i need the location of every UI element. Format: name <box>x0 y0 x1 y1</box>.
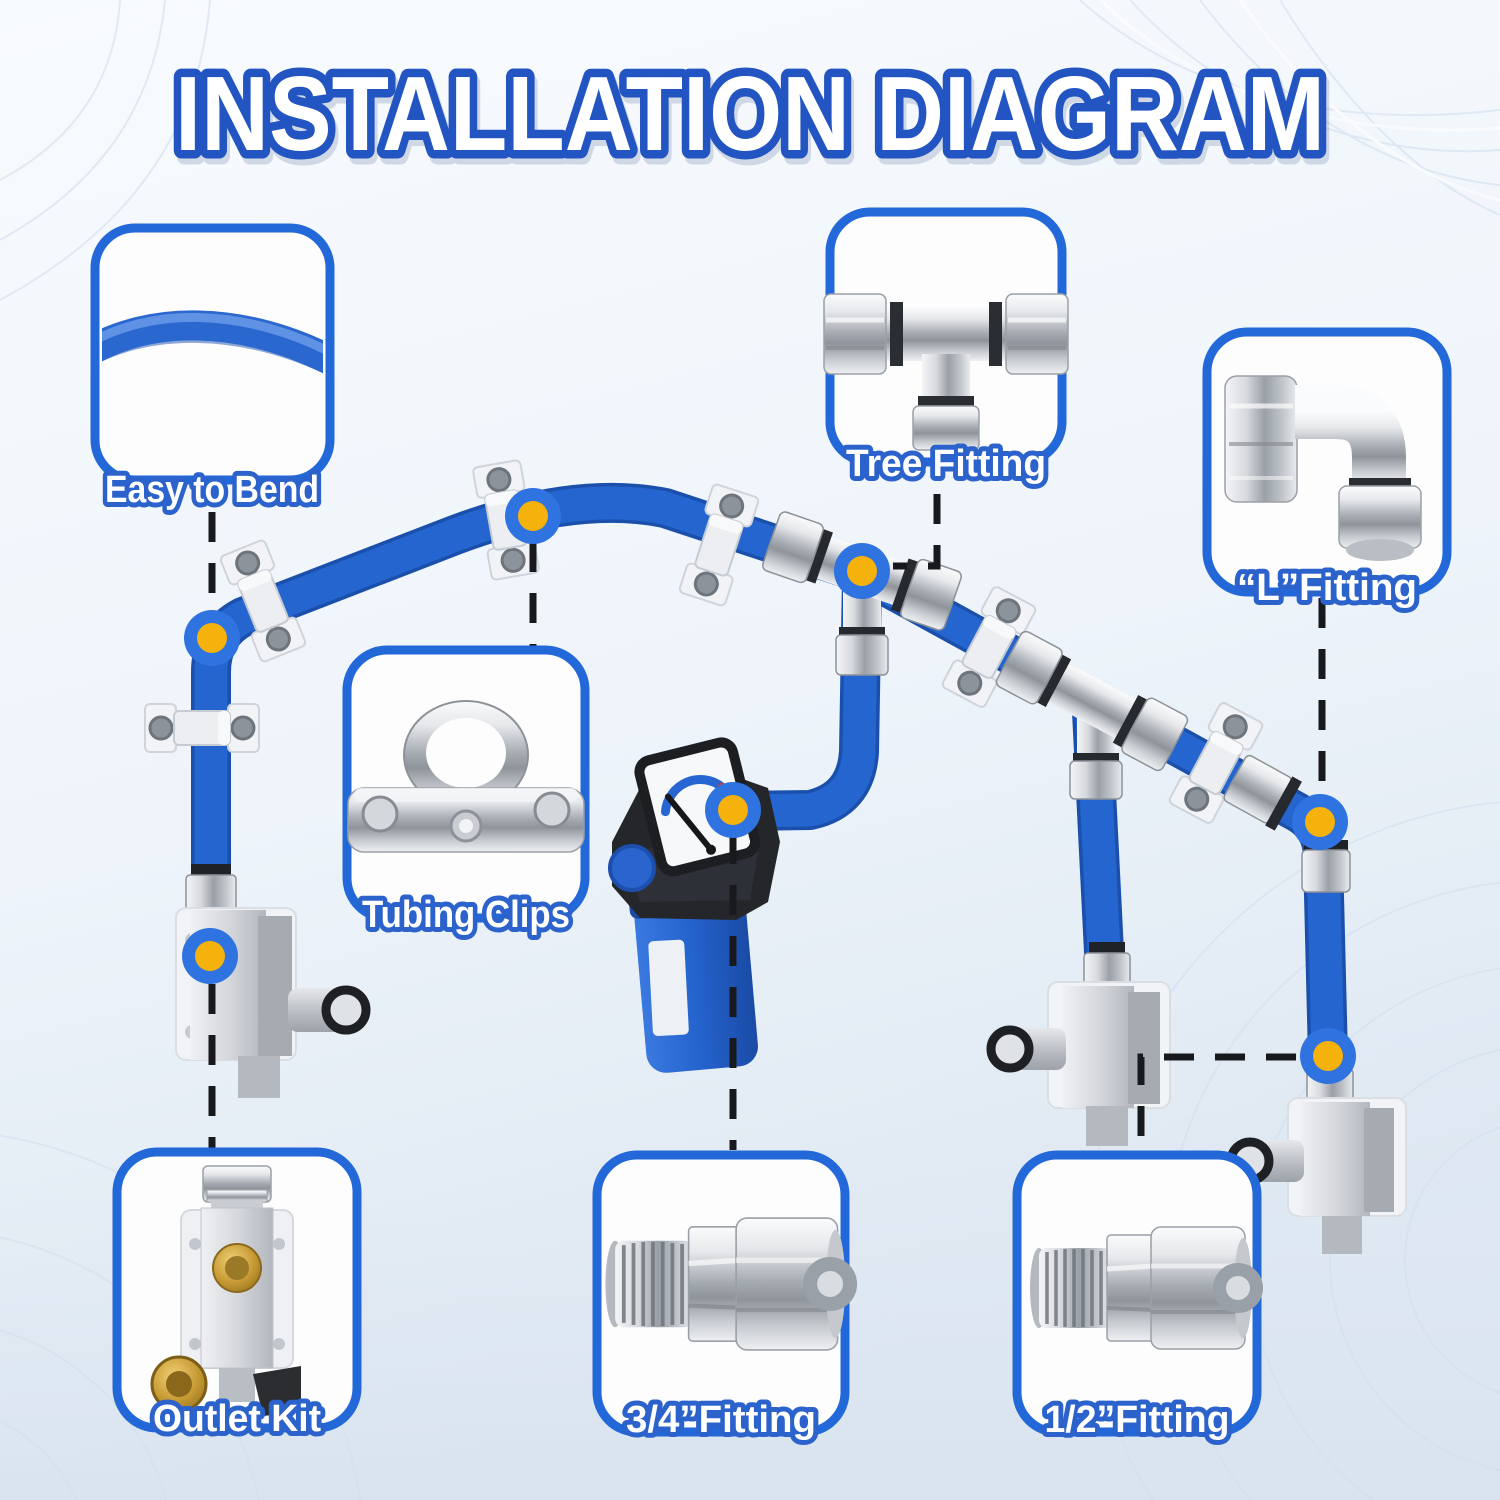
12-fitting-label: 1/2”Fitting <box>1045 1399 1230 1441</box>
page-title: INSTALLATION DIAGRAM <box>175 55 1325 173</box>
callout-12-fitting: 1/2”Fitting <box>1012 1150 1263 1446</box>
filter-port <box>608 844 656 892</box>
outlet-valve-right <box>1226 1057 1407 1254</box>
tree-fitting-illustration <box>823 293 1069 451</box>
callout-34-fitting: 3/4”Fitting <box>592 1150 857 1446</box>
outlet-kit-label: Outlet Kit <box>153 1398 321 1440</box>
callout-connector-lines <box>208 494 1326 1150</box>
tree-fitting-label: Tree Fitting <box>846 443 1046 485</box>
outlet-kit-illustration <box>150 1165 301 1416</box>
tee-fitting-2 <box>995 630 1189 800</box>
tubing-branch-filter <box>723 561 879 828</box>
connector-tree-fitting <box>893 494 941 570</box>
34-fitting-label: 3/4”Fitting <box>626 1399 816 1441</box>
easy-to-bend-label: Easy to Bend <box>105 469 319 511</box>
l-fitting-illustration <box>1224 375 1422 561</box>
callout-tubing-clips: Tubing Clips <box>342 645 590 941</box>
outlet-valve-left <box>175 864 371 1098</box>
l-fitting-label: “L”Fitting <box>1237 567 1417 609</box>
connector-12-fitting <box>1137 1053 1296 1150</box>
filter-label <box>648 939 689 1036</box>
callout-box <box>90 223 335 485</box>
callout-outlet-kit: Outlet Kit <box>112 1147 362 1445</box>
elbow-fitting <box>1223 754 1351 893</box>
tubing-clips-label: Tubing Clips <box>362 894 570 936</box>
gauge-needle <box>664 793 715 853</box>
callout-l-fitting: “L”Fitting <box>1202 327 1452 614</box>
callout-easy-to-bend: Easy to Bend <box>90 223 335 516</box>
tubing-clips-illustration <box>347 700 585 853</box>
easy-to-bend-illustration <box>102 310 323 378</box>
callout-tree-fitting: Tree Fitting <box>823 207 1069 490</box>
tubing-clip <box>143 702 261 754</box>
